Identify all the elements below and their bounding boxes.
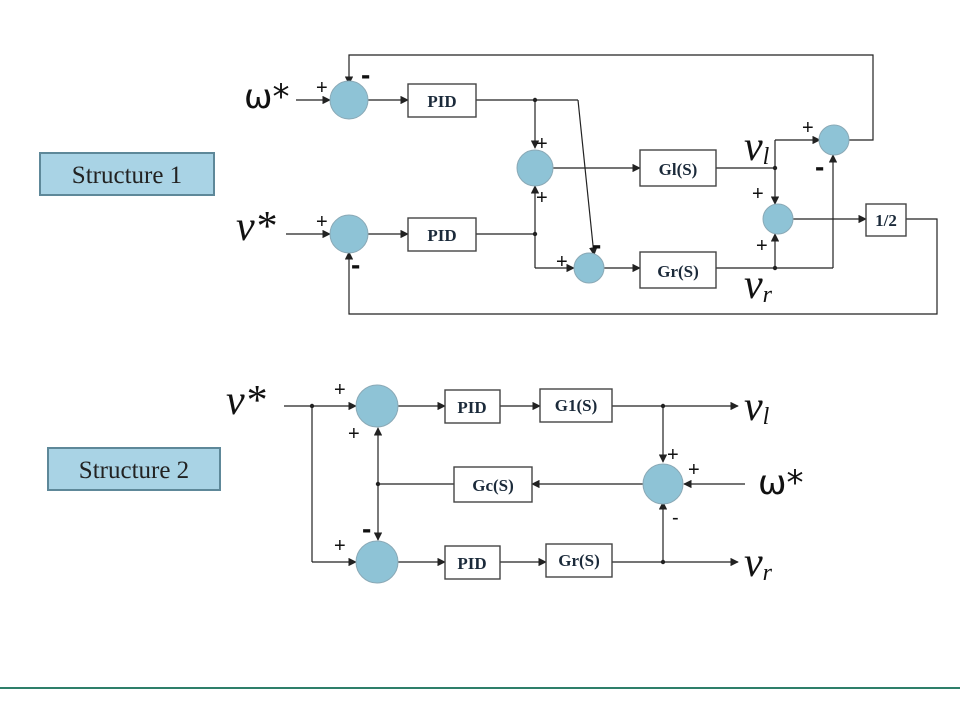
- sign: +: [752, 183, 764, 205]
- gr-block: [639, 251, 717, 289]
- summing-junction-v: [329, 214, 369, 254]
- pid-block-omega: [407, 83, 477, 118]
- sign: +: [334, 535, 346, 557]
- gl-block: [639, 149, 717, 187]
- v-star-input-1: v*: [236, 204, 276, 250]
- omega-star-input-1: ω*: [244, 77, 289, 117]
- branch-dot: [532, 97, 538, 103]
- branch-dot: [309, 403, 315, 409]
- summing-junction-right: [642, 463, 684, 505]
- sign: +: [536, 187, 548, 209]
- sign: -: [672, 507, 679, 529]
- structure-2: Structure 2 v* ω* PID G1(S): [47, 378, 803, 586]
- structure-1-label-box: [39, 152, 215, 196]
- sign: +: [688, 459, 700, 481]
- sign: +: [334, 379, 346, 401]
- sign: -: [362, 513, 371, 544]
- structure-1-label: Structure 1: [72, 162, 182, 189]
- sign: -: [592, 229, 601, 260]
- sign: +: [802, 117, 814, 139]
- gr-block-2: [545, 543, 613, 578]
- structure-2-label: Structure 2: [79, 457, 189, 484]
- pid-label: PID: [427, 226, 456, 245]
- output-vl-1: vl: [744, 124, 770, 170]
- gc-block: [453, 466, 533, 503]
- sign: +: [536, 133, 548, 155]
- sign: +: [667, 444, 679, 466]
- sign: +: [348, 423, 360, 445]
- branch-dot: [660, 559, 666, 565]
- output-vr-2: vr: [744, 540, 773, 586]
- gain-label: 1/2: [875, 211, 897, 230]
- summing-junction-bottom: [355, 540, 399, 584]
- gr-label: Gr(S): [657, 262, 699, 281]
- wire-v-feedback: [344, 218, 938, 315]
- wire-pid1-lowsum: [577, 99, 598, 256]
- omega-star-input-2: ω*: [758, 463, 803, 503]
- g1-block: [539, 388, 613, 423]
- structure-1: Structure 1 ω* v*: [39, 54, 938, 315]
- gr-label: Gr(S): [558, 551, 600, 570]
- branch-dot: [375, 481, 381, 487]
- gain-block: [865, 203, 907, 237]
- gc-label: Gc(S): [472, 476, 514, 495]
- summing-junction-omega: [329, 80, 369, 120]
- summing-junction-top: [355, 384, 399, 428]
- branch-dot: [772, 165, 778, 171]
- summing-junction-average: [762, 203, 794, 235]
- v-star-input-2: v*: [226, 378, 266, 424]
- sign: -: [361, 59, 370, 90]
- sign: -: [351, 249, 360, 280]
- output-vl-2: vl: [744, 384, 770, 430]
- sign: +: [756, 235, 768, 257]
- pid-label: PID: [457, 554, 486, 573]
- pid-block-bottom: [444, 545, 501, 580]
- structure-2-label-box: [47, 447, 221, 491]
- pid-block-top: [444, 389, 501, 424]
- summing-junction-difference: [818, 124, 850, 156]
- sign: +: [316, 77, 328, 99]
- output-vr-1: vr: [744, 262, 773, 308]
- summing-junction-right-wheel: [573, 252, 605, 284]
- branch-dot: [772, 265, 778, 271]
- branch-dot: [660, 403, 666, 409]
- pid-label: PID: [427, 92, 456, 111]
- gl-label: Gl(S): [659, 160, 698, 179]
- pid-label: PID: [457, 398, 486, 417]
- summing-junction-left-wheel: [516, 149, 554, 187]
- branch-dot: [532, 231, 538, 237]
- pid-block-v: [407, 217, 477, 252]
- wire-omega-feedback: [344, 54, 874, 141]
- g1-label: G1(S): [555, 396, 598, 415]
- sign: +: [316, 211, 328, 233]
- sign: -: [815, 151, 824, 182]
- sign: +: [556, 251, 568, 273]
